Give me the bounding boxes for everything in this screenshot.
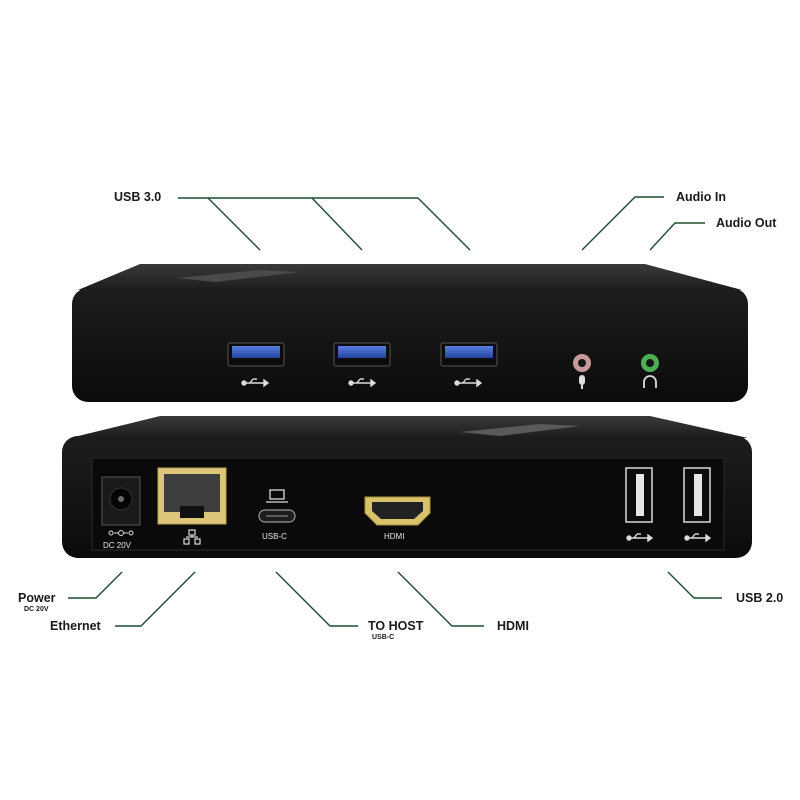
callout-audio-in: Audio In <box>676 190 726 204</box>
dc-pin <box>118 496 124 502</box>
usb3-port-3 <box>440 342 498 367</box>
callout-audio-out: Audio Out <box>716 216 777 230</box>
callout-to-host: TO HOST <box>368 619 424 633</box>
audio-in-jack <box>573 354 591 372</box>
leader-audio-in <box>581 196 664 251</box>
hdmi-port-opening <box>372 502 423 519</box>
callout-ethernet: Ethernet <box>50 619 101 633</box>
leader-lines <box>68 196 722 627</box>
brand-logo-back <box>460 424 580 436</box>
usb2-port-2 <box>683 467 711 523</box>
laptop-icon <box>266 489 288 503</box>
callout-usb20: USB 2.0 <box>736 591 784 605</box>
dock-front-top-surface <box>78 264 742 290</box>
brand-logo-front <box>176 270 300 282</box>
usbc-port-tongue <box>266 515 288 517</box>
usb2-port-1 <box>625 467 653 523</box>
leader-audio-out <box>649 222 705 251</box>
callout-usb30: USB 3.0 <box>114 190 162 204</box>
callout-hdmi: HDMI <box>497 619 529 633</box>
dc-polarity-icon <box>108 530 134 536</box>
dc-port-label: DC 20V <box>103 541 132 550</box>
leader-hdmi <box>397 571 484 627</box>
dock-back-unit <box>62 416 752 558</box>
ethernet-port-opening <box>164 474 220 512</box>
usb-symbol-icon <box>241 378 483 388</box>
leader-ethernet <box>115 571 196 627</box>
leader-usb20 <box>667 571 722 599</box>
callout-to-host-sub: USB-C <box>372 634 395 641</box>
microphone-icon <box>579 375 585 389</box>
headphones-icon <box>643 375 657 388</box>
ethernet-port-latch <box>180 506 204 518</box>
dock-front-unit <box>72 264 748 402</box>
dock-front-face <box>72 288 748 402</box>
leader-to-host <box>275 571 358 627</box>
dock-back-top-surface <box>70 416 748 438</box>
audio-out-jack <box>641 354 659 372</box>
dc-power-jack <box>101 476 141 526</box>
usb3-port-2 <box>333 342 391 367</box>
callout-power-sub: DC 20V <box>24 606 49 613</box>
callout-power: Power <box>18 591 56 605</box>
usbc-port-label: USB-C <box>262 532 287 541</box>
leader-power <box>68 571 123 599</box>
hdmi-port-label: HDMI <box>384 532 405 541</box>
usb-symbol-icon <box>626 533 712 543</box>
network-icon <box>183 529 201 545</box>
usb3-port-1 <box>227 342 285 367</box>
